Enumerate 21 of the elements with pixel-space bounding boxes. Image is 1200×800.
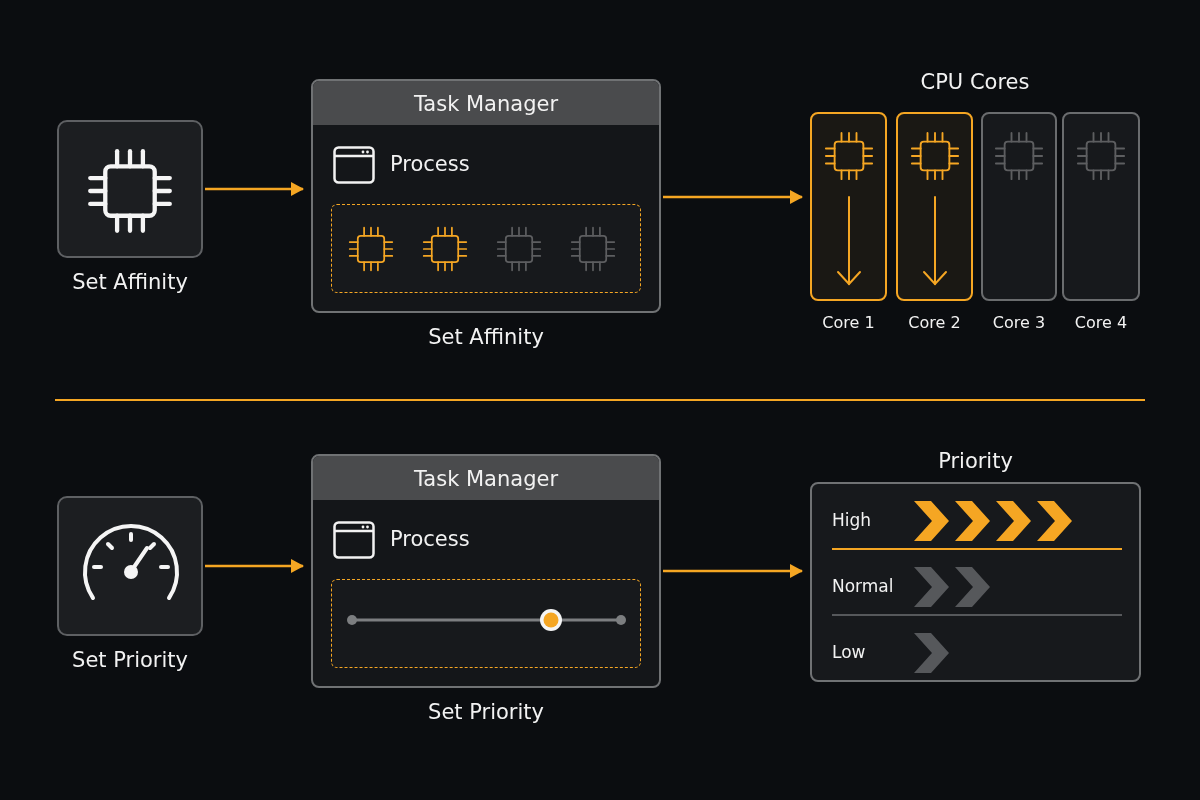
core-label: Core 1 bbox=[822, 313, 875, 332]
arrow bbox=[205, 182, 304, 196]
priority-level-label: Normal bbox=[832, 576, 894, 596]
panel-title-bar: Task Manager bbox=[313, 81, 659, 125]
core-label: Core 3 bbox=[992, 313, 1046, 332]
group-heading: CPU Cores bbox=[920, 70, 1030, 94]
node-caption: Set Affinity bbox=[72, 270, 188, 294]
panel-title-bar: Task Manager bbox=[313, 456, 659, 500]
panel-heading: Priority bbox=[938, 449, 1013, 473]
core-label: Core 4 bbox=[1074, 313, 1128, 332]
node-caption: Set Priority bbox=[72, 648, 188, 672]
process-label: Process bbox=[390, 527, 470, 551]
panel-caption: Set Priority bbox=[428, 700, 544, 724]
arrow bbox=[205, 559, 304, 573]
arrow bbox=[663, 564, 803, 578]
panel-caption: Set Affinity bbox=[428, 325, 544, 349]
arrow bbox=[663, 190, 803, 204]
priority-level-label: Low bbox=[832, 642, 866, 662]
process-label: Process bbox=[390, 152, 470, 176]
priority-level-label: High bbox=[832, 510, 872, 530]
core-label: Core 2 bbox=[908, 313, 961, 332]
